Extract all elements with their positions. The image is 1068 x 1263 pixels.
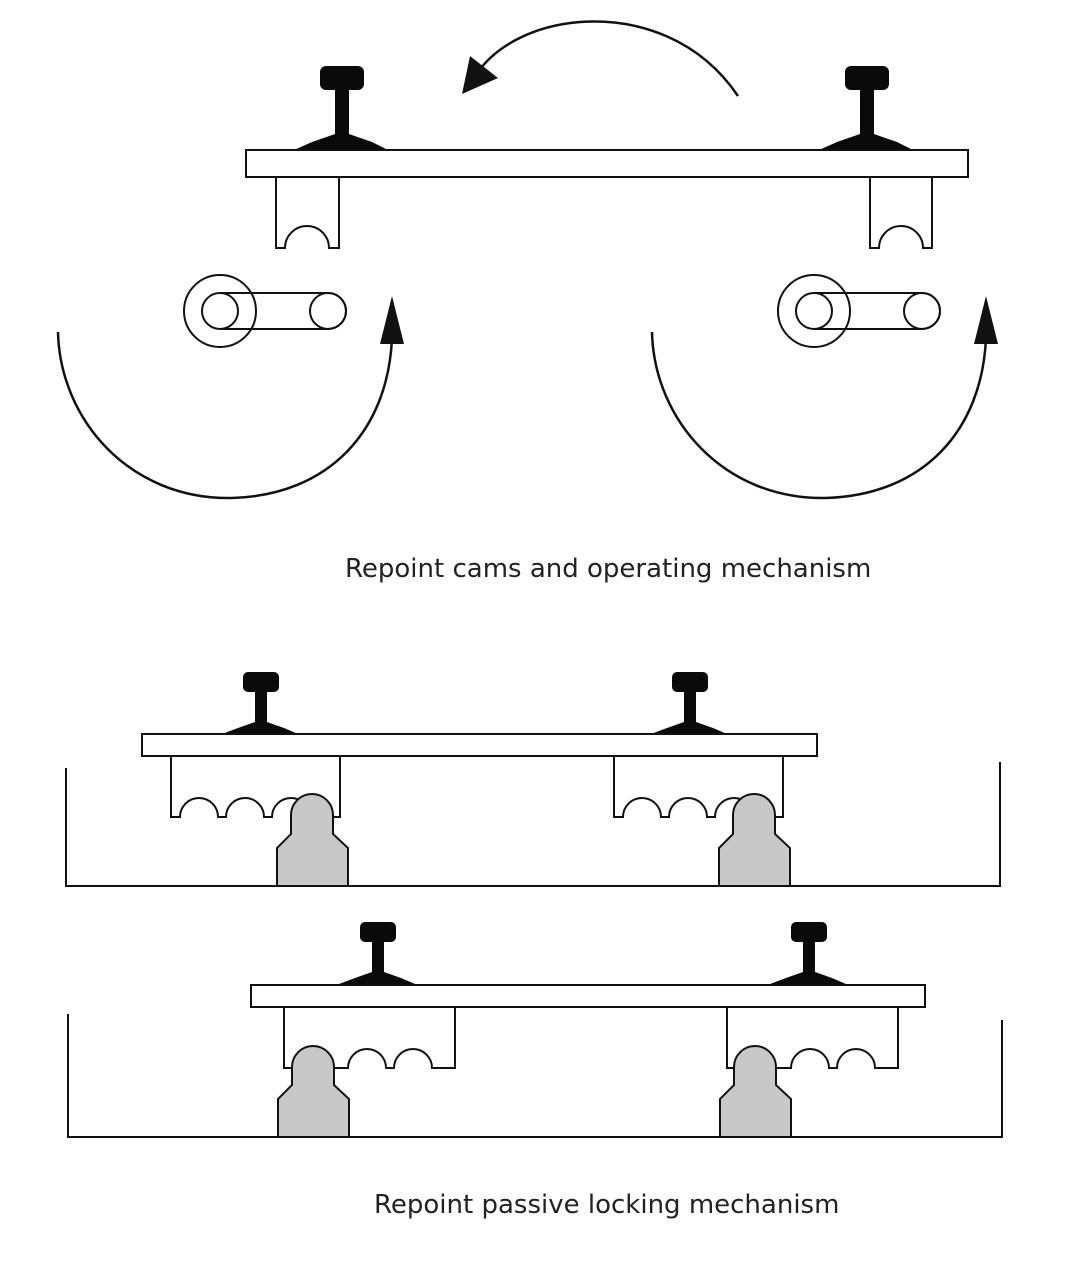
cam-left (183, 274, 347, 348)
notched-bracket-left-b (283, 1007, 456, 1069)
locking-post-left-a (276, 793, 349, 887)
sleeper-bar-b (250, 984, 926, 1008)
passive-locking-diagram-a (65, 672, 1001, 887)
notched-bracket-right-a (613, 756, 784, 818)
locking-post-right-a (718, 793, 791, 887)
sleeper-bar-top (245, 149, 969, 178)
rail-left-b (339, 922, 415, 984)
rail-left-top (294, 66, 388, 150)
trough-a (65, 762, 1001, 887)
rotation-arrow-top (462, 20, 740, 97)
rail-right-b (770, 922, 846, 984)
locking-post-right-b (719, 1045, 792, 1138)
rail-left-a (222, 672, 298, 734)
rotation-arrow-left (56, 296, 404, 500)
notched-bracket-right-b (726, 1007, 899, 1069)
caption-top: Repoint cams and operating mechanism (345, 554, 871, 584)
bracket-right-top (869, 177, 933, 249)
bracket-left-top (275, 177, 340, 249)
caption-bottom: Repoint passive locking mechanism (374, 1190, 839, 1220)
rotation-arrow-right (650, 296, 998, 500)
rail-right-top (819, 66, 913, 150)
passive-locking-diagram-b (67, 922, 1003, 1138)
sleeper-bar-a (141, 733, 818, 757)
cam-right (777, 274, 941, 348)
cams-operating-mechanism-diagram: Repoint cams and operating mechanism (56, 20, 998, 584)
rail-right-a (651, 672, 727, 734)
trough-b (67, 1014, 1003, 1138)
notched-bracket-left-a (170, 756, 341, 818)
locking-post-left-b (277, 1045, 350, 1138)
